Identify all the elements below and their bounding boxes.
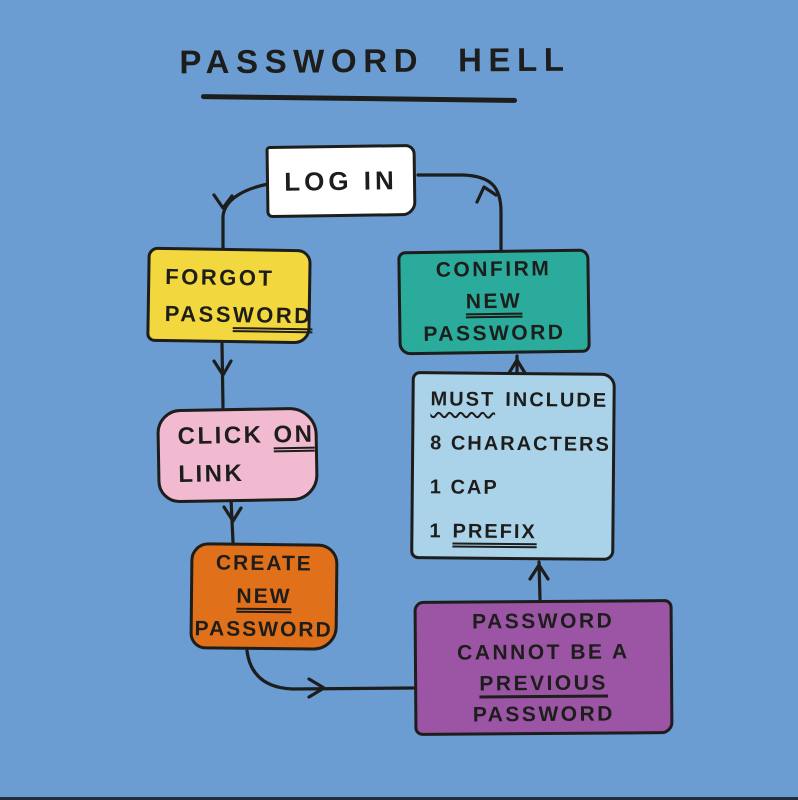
node-label: PASSWORD [423,321,566,346]
node-label: LOG IN [284,164,398,197]
node-label-underlined: WORD [232,301,313,328]
node-line: CREATE [193,546,335,580]
node-line: CLICK ON [177,416,315,456]
node-label: LINK [178,459,245,489]
node-create-new-password: CREATE NEW PASSWORD [189,542,339,651]
arrow-confirm-to-login [416,173,503,252]
node-line: PASSWORD [192,612,334,646]
arrowhead-down-icon [212,193,234,210]
arrowhead-down-icon [222,505,243,523]
arrowhead-up-icon [475,185,498,204]
arrow-create-to-previous [245,649,415,691]
node-forgot-password: FORGOT PASS WORD [146,246,313,345]
node-line: FORGOT [165,257,309,296]
node-line: NEW [193,579,335,613]
node-label: 8 CHARACTERS [430,432,611,456]
node-line: PREVIOUS [417,667,670,700]
node-click-on-link: CLICK ON LINK [156,406,319,504]
node-line: MUST INCLUDE [430,377,612,423]
arrowhead-down-icon [212,359,233,377]
node-label-underlined: MUST [430,388,496,411]
arrowhead-up-icon [528,563,550,581]
arrowhead-right-icon [307,677,326,699]
node-line: 1 CAP [430,465,612,511]
node-label: 1 CAP [429,476,499,499]
node-login: LOG IN [265,143,417,219]
node-label: CONFIRM [435,257,552,282]
node-line: NEW [401,285,587,320]
node-label: FORGOT [165,263,275,291]
node-line: LOG IN [269,164,413,197]
node-line: 8 CHARACTERS [430,421,612,467]
node-label-underlined: PREFIX [452,520,537,544]
node-label: PASSWORD [194,617,333,642]
arrowhead-up-icon [507,358,527,375]
node-label: 1 [429,520,443,543]
node-line: PASSWORD [401,317,587,352]
arrow-login-to-forgot [221,182,270,250]
node-label-underlined: PREVIOUS [479,671,608,695]
photo-edge-shadow [0,797,798,800]
node-label: INCLUDE [505,388,609,412]
node-label: CANNOT BE A [457,639,630,665]
node-label-underlined: NEW [465,289,523,314]
node-line: 1 PREFIX [429,509,611,555]
node-label-underlined: NEW [236,584,292,609]
node-label: CLICK [177,421,264,451]
node-label: PASS [164,300,234,327]
node-line: PASSWORD [417,605,670,638]
node-previous-password-rule: PASSWORD CANNOT BE A PREVIOUS PASSWORD [413,599,674,736]
node-label: CREATE [215,551,313,576]
node-label: PASSWORD [472,702,615,726]
node-confirm-new-password: CONFIRM NEW PASSWORD [397,248,591,356]
node-line: LINK [178,454,316,494]
node-label-underlined: ON [273,420,315,449]
node-line: CONFIRM [400,253,586,288]
node-line: PASSWORD [417,698,670,731]
node-line: CANNOT BE A [417,636,670,669]
node-must-include-rules: MUST INCLUDE 8 CHARACTERS 1 CAP 1 PREFIX [410,371,616,561]
node-label: PASSWORD [472,609,615,633]
node-line: PASS WORD [164,294,313,333]
